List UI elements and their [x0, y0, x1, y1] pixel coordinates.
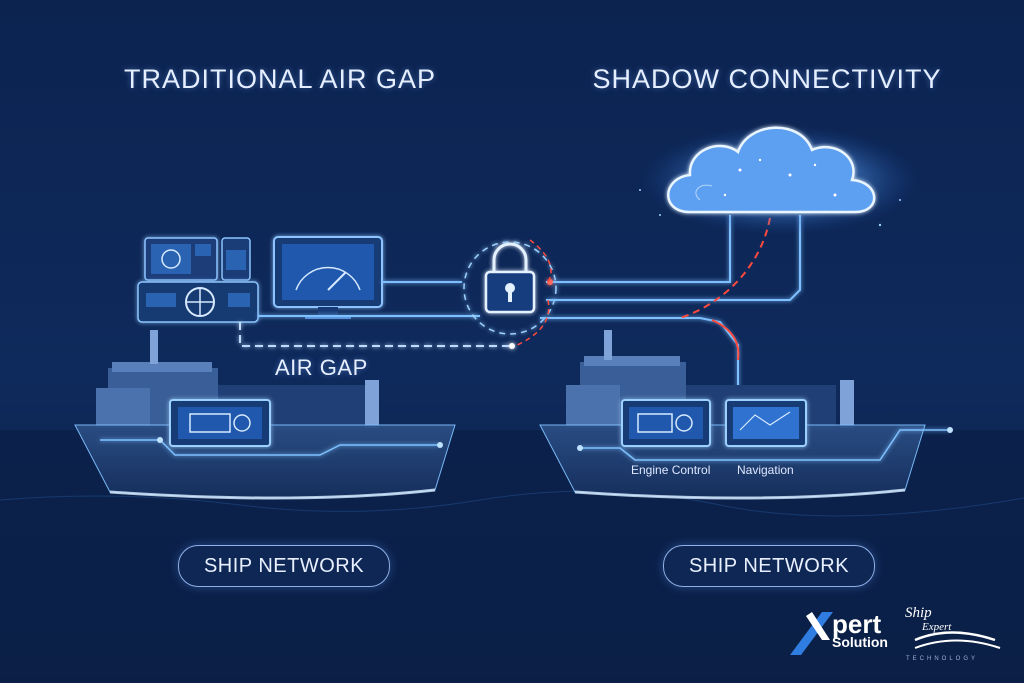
cloud-icon: [639, 125, 920, 235]
xpert-logo-mark: [790, 612, 833, 655]
air-gap-label: AIR GAP: [275, 355, 368, 380]
shipexpert-logo-tagline: TECHNOLOGY: [906, 656, 979, 662]
right-ship: [539, 330, 953, 545]
left-connection-lines: [239, 281, 515, 349]
shipexpert-logo-subtext: Expert: [922, 621, 952, 633]
xpert-logo-subtext: Solution: [832, 634, 888, 650]
right-ship-network-label: SHIP NETWORK: [663, 545, 875, 587]
control-console: [137, 237, 259, 323]
right-panel-title: SHADOW CONNECTIVITY: [592, 64, 942, 94]
engine-control-label: Engine Control: [631, 463, 711, 477]
shipexpert-wave-logo: [914, 631, 1001, 649]
padlock-icon: [463, 241, 557, 335]
left-ship-network-label: SHIP NETWORK: [178, 545, 390, 587]
left-panel-title: TRADITIONAL AIR GAP: [123, 64, 437, 94]
shadow-link: [514, 217, 771, 361]
gauge-monitor: [273, 236, 383, 319]
shipexpert-logo-text: Ship: [905, 605, 932, 621]
left-ship: [74, 330, 456, 545]
navigation-label: Navigation: [737, 463, 794, 477]
xpert-logo-text: pert: [832, 609, 882, 639]
